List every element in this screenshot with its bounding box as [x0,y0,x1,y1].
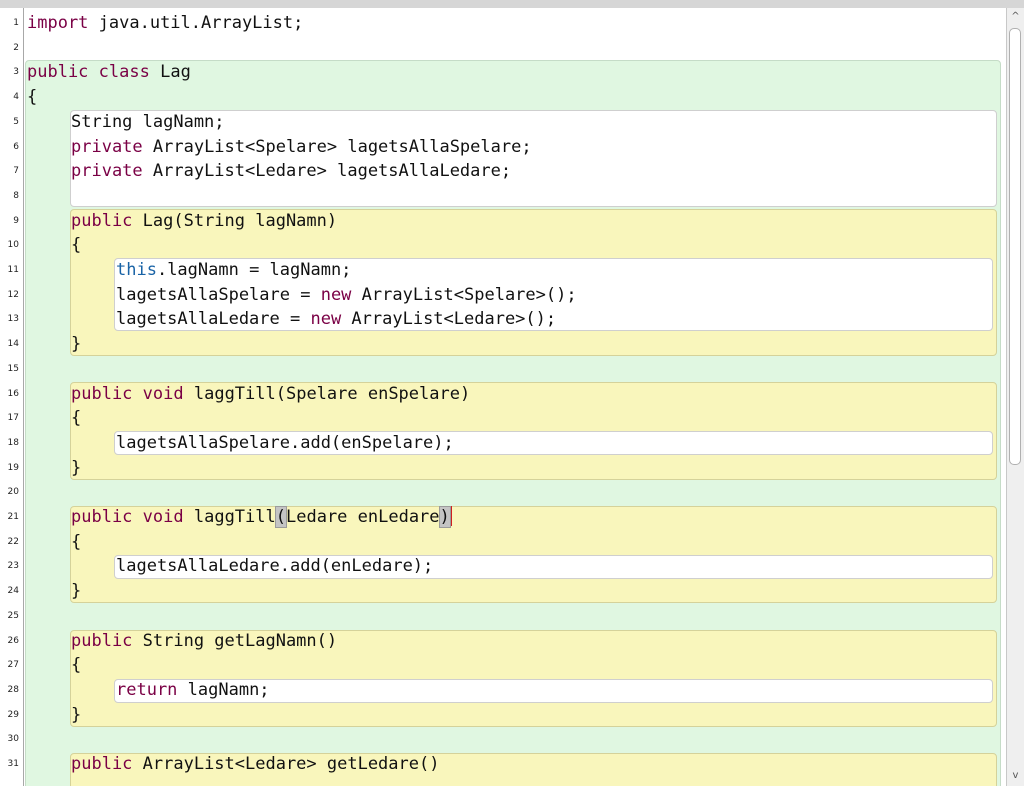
line-number: 13 [7,314,19,325]
code-line-26[interactable]: public String getLagNamn() [71,630,338,651]
keyword: public [27,62,89,83]
code-line-16[interactable]: public void laggTill(Spelare enSpelare) [71,383,471,404]
keyword: private [71,161,143,182]
code-line-17[interactable]: { [71,408,82,429]
code-line-1[interactable]: import java.util.ArrayList; [27,13,304,33]
line-number: 9 [13,215,19,226]
line-number: 3 [13,67,19,78]
line-number: 1 [13,18,19,28]
code-line-23[interactable]: lagetsAllaLedare.add(enLedare); [116,556,434,577]
line-number: 29 [7,709,19,720]
line-number: 18 [7,437,19,448]
code-line-13[interactable]: lagetsAllaLedare = new ArrayList<Ledare>… [116,309,557,330]
line-number: 10 [7,240,19,251]
code-line-22[interactable]: { [71,531,82,552]
keyword: new [310,309,342,330]
scroll-up-icon[interactable]: ^ [1011,11,1020,22]
method-body-scope-getlagnamn [114,679,993,703]
scroll-down-icon[interactable]: v [1012,770,1019,781]
code-line-24[interactable]: } [71,581,82,602]
keyword: public [71,210,133,231]
line-number: 27 [7,660,19,671]
code-line-4[interactable]: { [27,87,38,108]
line-number: 22 [7,536,19,547]
keyword: public [71,630,133,651]
line-number: 2 [13,42,19,53]
constructor-body-scope [114,258,993,331]
code-line-31[interactable]: public ArrayList<Ledare> getLedare() [71,754,440,774]
code-line-28[interactable]: return lagNamn; [116,679,270,700]
code-line-29[interactable]: } [71,704,82,725]
method-body-scope-laggtill-spelare [114,431,993,455]
code-line-14[interactable]: } [71,334,82,355]
method-body-scope-laggtill-ledare [114,555,993,579]
matched-bracket: ( [274,506,288,528]
matched-bracket: ) [438,506,451,528]
line-number: 7 [13,166,19,177]
code-line-9[interactable]: public Lag(String lagNamn) [71,210,338,231]
code-line-3[interactable]: public class Lag [27,62,191,83]
keyword: class [98,62,150,83]
line-number: 25 [7,610,19,621]
keyword: void [142,507,184,527]
code-line-19[interactable]: } [71,457,82,478]
keyword: private [71,136,143,157]
line-number: 12 [7,289,19,300]
code-line-10[interactable]: { [71,235,82,256]
line-number: 17 [7,413,19,424]
keyword: public [71,754,133,774]
line-number: 8 [13,190,19,201]
code-line-5[interactable]: String lagNamn; [71,111,225,132]
keyword: return [116,679,178,700]
method-scope-getlagnamn [70,630,997,727]
code-line-12[interactable]: lagetsAllaSpelare = new ArrayList<Spelar… [116,284,577,305]
keyword: public [71,507,133,527]
code-line-11[interactable]: this.lagNamn = lagNamn; [116,260,352,280]
method-scope-getledare [70,753,997,786]
line-number: 21 [7,512,19,522]
code-line-18[interactable]: lagetsAllaSpelare.add(enSpelare); [116,432,454,453]
line-number: 16 [7,388,19,399]
line-number: 5 [13,116,19,127]
code-line-21[interactable]: public void laggTill(Ledare enLedare) [71,506,452,528]
keyword: this [116,260,157,280]
line-number: 15 [7,363,19,374]
line-number: 24 [7,586,19,597]
line-number: 19 [7,462,19,473]
line-number: 6 [13,141,19,152]
line-number: 14 [7,339,19,350]
method-scope-laggtill-ledare [70,506,997,603]
vertical-scrollbar[interactable]: ^ v [1006,8,1024,786]
line-number: 23 [7,561,19,572]
keyword: new [320,284,352,305]
scrollbar-thumb[interactable] [1009,28,1021,465]
line-number: 11 [7,265,19,275]
line-number: 4 [13,92,19,103]
keyword: void [142,383,184,404]
keyword: public [71,383,133,404]
class-body-scope [70,110,997,207]
text-caret [449,506,452,526]
code-editor[interactable]: import java.util.ArrayList; public class… [24,8,1006,786]
line-number: 28 [7,684,19,695]
code-line-6[interactable]: private ArrayList<Spelare> lagetsAllaSpe… [71,136,532,157]
code-line-7[interactable]: private ArrayList<Ledare> lagetsAllaLeda… [71,161,512,182]
code-line-27[interactable]: { [71,655,82,676]
keyword: import [27,13,89,33]
line-number: 30 [7,734,19,745]
line-number: 26 [7,635,19,646]
line-number: 31 [7,759,19,769]
line-number: 20 [7,487,19,498]
